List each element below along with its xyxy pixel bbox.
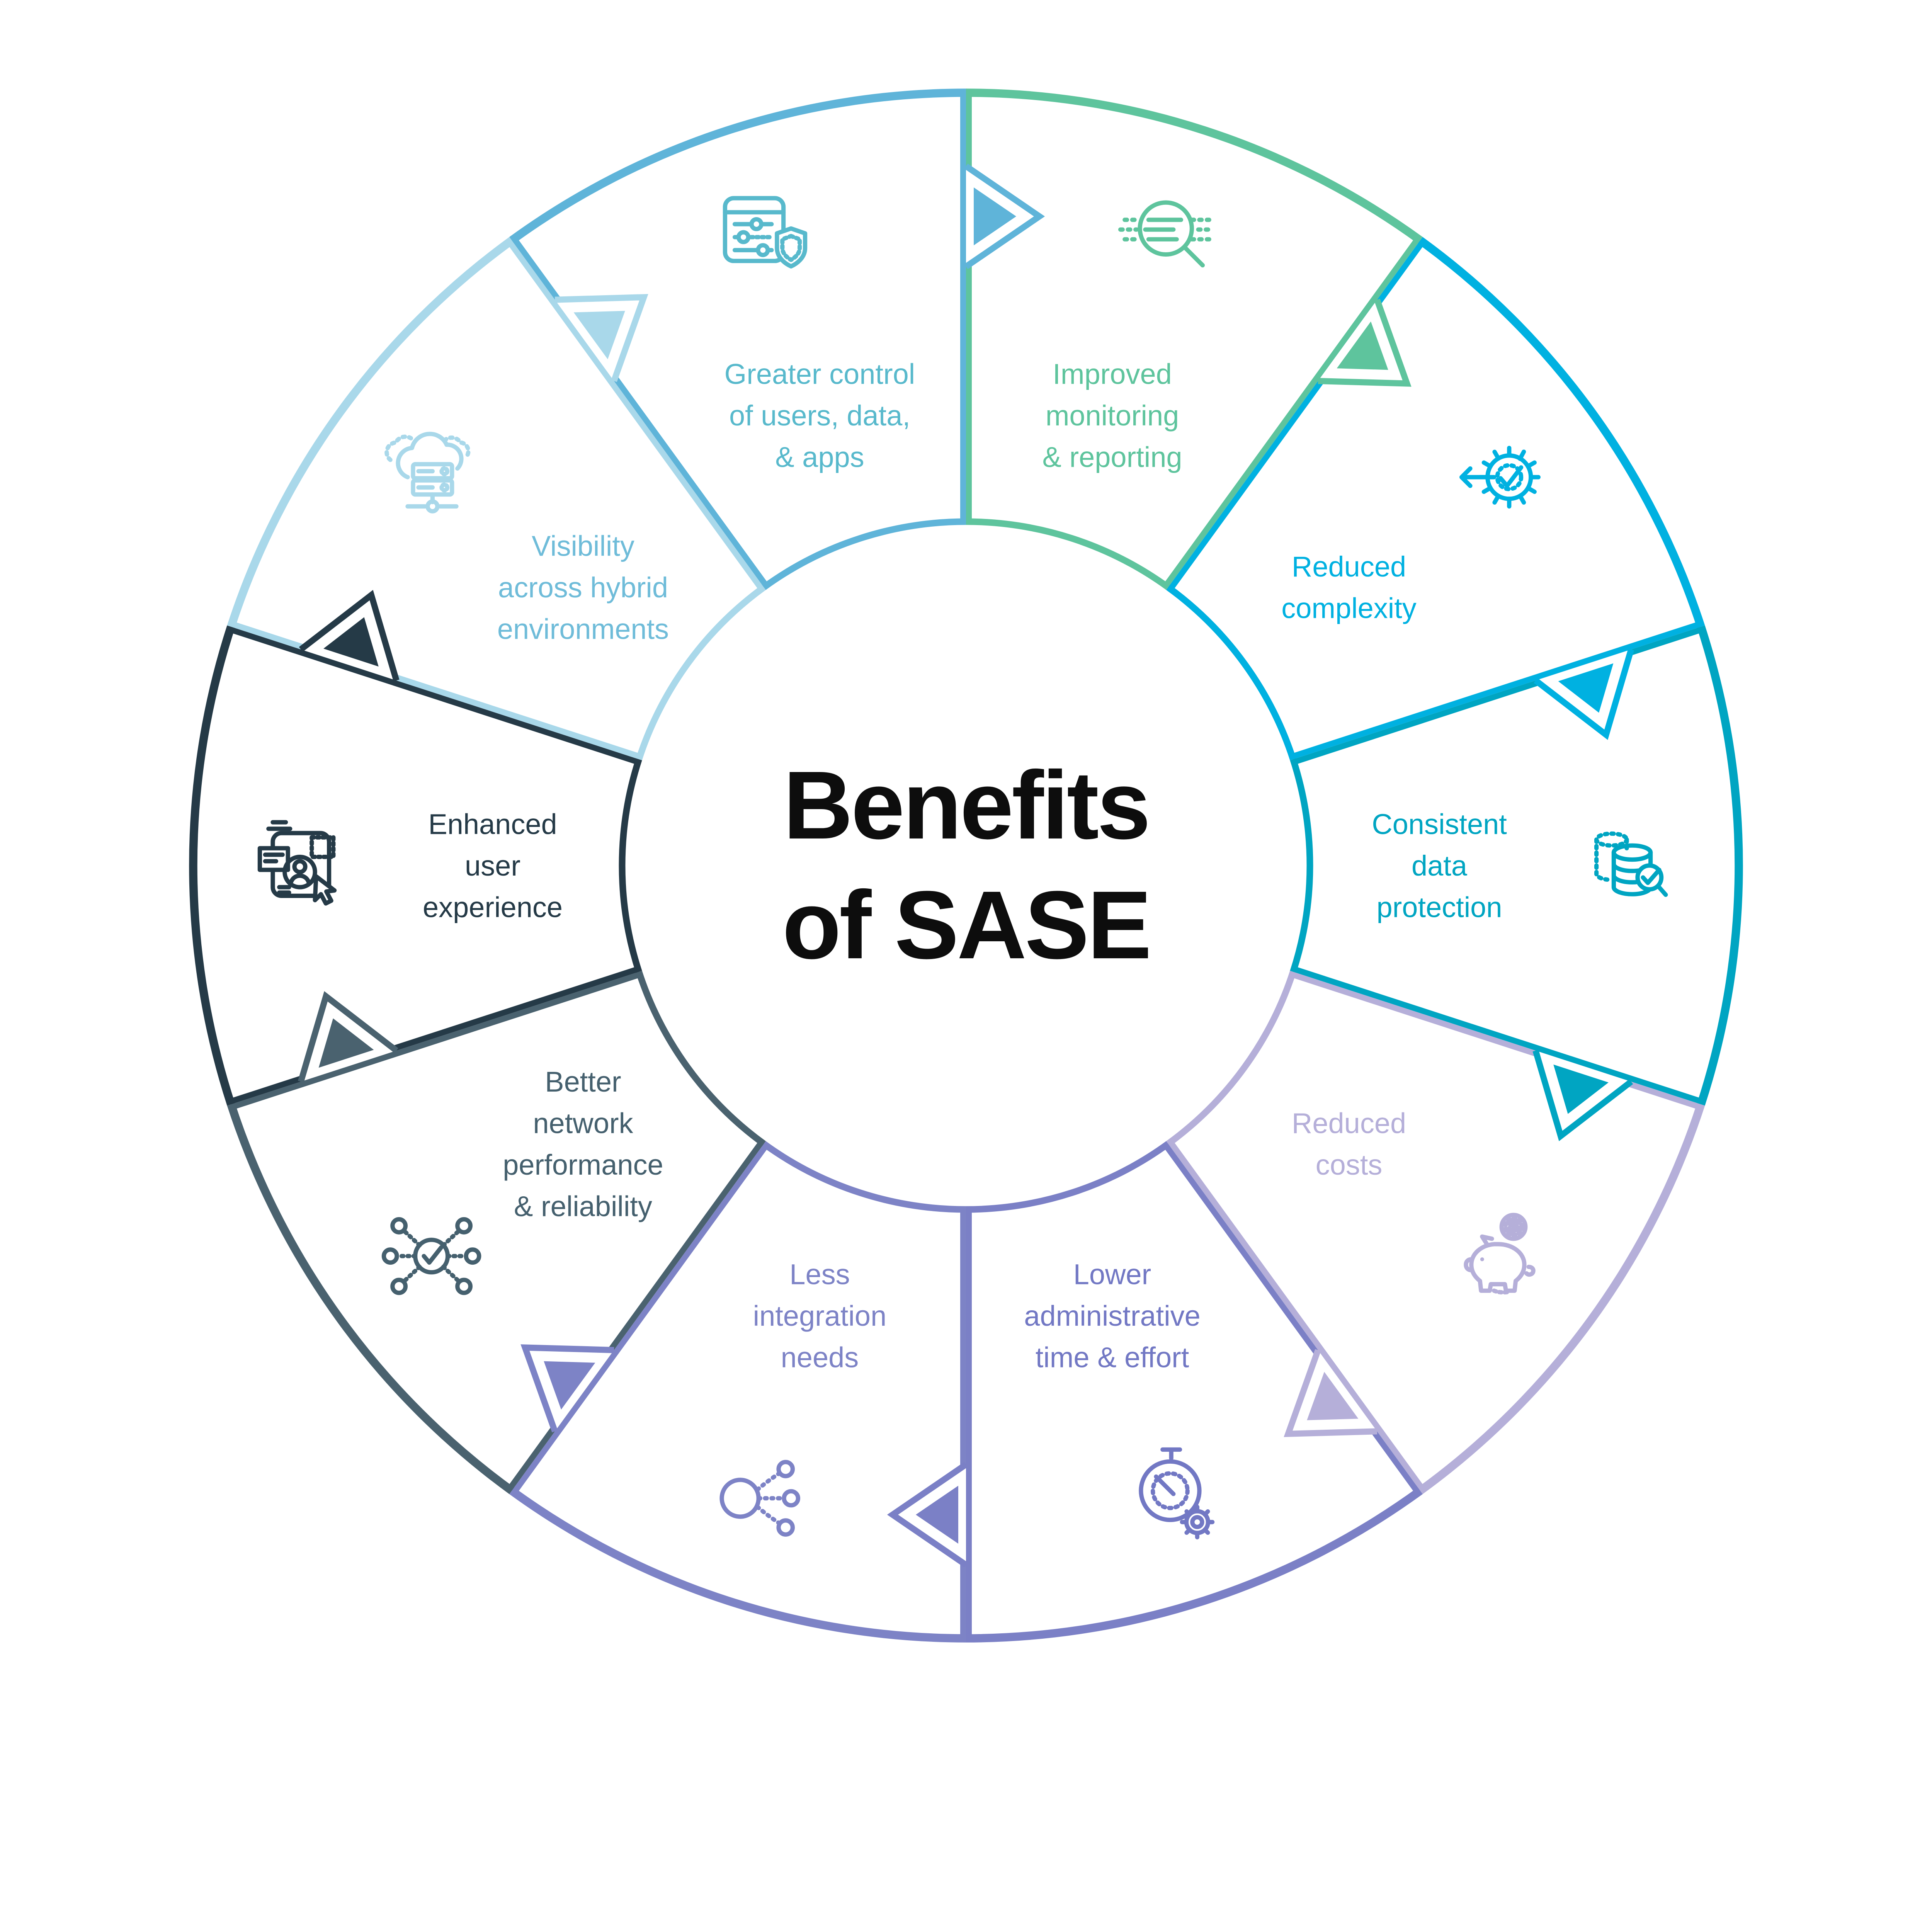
segment-inner-arc — [966, 518, 1170, 590]
segment-boundary — [512, 237, 769, 587]
clockwise-chevron-icon — [1318, 299, 1412, 387]
segment-inner-arc — [619, 758, 642, 973]
segment-chevrons — [298, 163, 1634, 1568]
clockwise-chevron-icon — [1284, 1349, 1378, 1437]
clockwise-chevron-icon — [1532, 1049, 1633, 1141]
piggy-bank-icon — [1464, 1213, 1536, 1295]
segment-boundary — [1291, 621, 1701, 759]
segment-icons — [257, 196, 1668, 1539]
segment-boundary — [231, 621, 641, 759]
segment-inner-arc — [966, 1141, 1170, 1213]
clockwise-chevron-icon — [298, 991, 398, 1083]
segment-outer-arc — [1697, 625, 1743, 1106]
segment-inner-arc — [1166, 971, 1296, 1146]
segment-outer-arc — [1418, 237, 1705, 628]
segment-outer-arc — [189, 625, 235, 1106]
segment-inner-arc — [636, 585, 766, 760]
segment-outer-arc — [509, 1487, 966, 1643]
network-check-icon — [381, 1217, 481, 1295]
stopwatch-gear-icon — [1139, 1447, 1215, 1539]
segment-arcs — [189, 88, 1743, 1643]
segment-inner-arc — [1290, 758, 1313, 973]
segment-inner-arc — [762, 1141, 966, 1213]
segment-boundary — [231, 972, 641, 1110]
clockwise-chevron-icon — [1534, 648, 1634, 740]
segment-inner-arc — [762, 518, 966, 590]
segment-boundary — [507, 240, 764, 591]
clockwise-chevron-icon — [554, 294, 648, 382]
window-user-cursor-icon — [257, 820, 337, 906]
scan-magnifier-icon — [1118, 200, 1216, 268]
clockwise-chevron-icon — [299, 590, 400, 682]
gear-check-arrow-icon — [1459, 446, 1541, 509]
segment-boundary — [229, 626, 639, 765]
segment-outer-arc — [966, 88, 1423, 244]
segment-boundary — [1293, 966, 1703, 1105]
segment-boundary — [507, 1140, 764, 1491]
segment-boundary — [1168, 240, 1425, 591]
segment-outer-arc — [1418, 1103, 1705, 1494]
window-sliders-shield-icon — [723, 196, 808, 269]
segment-outer-arc — [509, 88, 966, 244]
segment-boundary — [1293, 626, 1703, 765]
database-check-icon — [1594, 831, 1668, 897]
segment-boundary — [229, 966, 639, 1105]
segment-inner-arc — [636, 971, 766, 1146]
segment-boundary — [1168, 1140, 1425, 1491]
cloud-server-icon — [384, 432, 471, 514]
segment-boundary — [512, 1144, 769, 1494]
segment-outer-arc — [227, 1103, 514, 1494]
segment-boundary — [1163, 237, 1420, 587]
hub-branches-icon — [719, 1460, 801, 1537]
segment-inner-arc — [1166, 585, 1296, 760]
segment-outer-arc — [966, 1487, 1423, 1643]
segment-boundary — [1291, 972, 1701, 1110]
segment-boundary — [1163, 1144, 1420, 1494]
clockwise-chevron-icon — [520, 1344, 614, 1432]
clockwise-chevron-icon — [887, 1462, 968, 1568]
segment-boundaries — [229, 93, 1703, 1638]
clockwise-chevron-icon — [964, 163, 1045, 269]
segment-outer-arc — [227, 237, 514, 628]
